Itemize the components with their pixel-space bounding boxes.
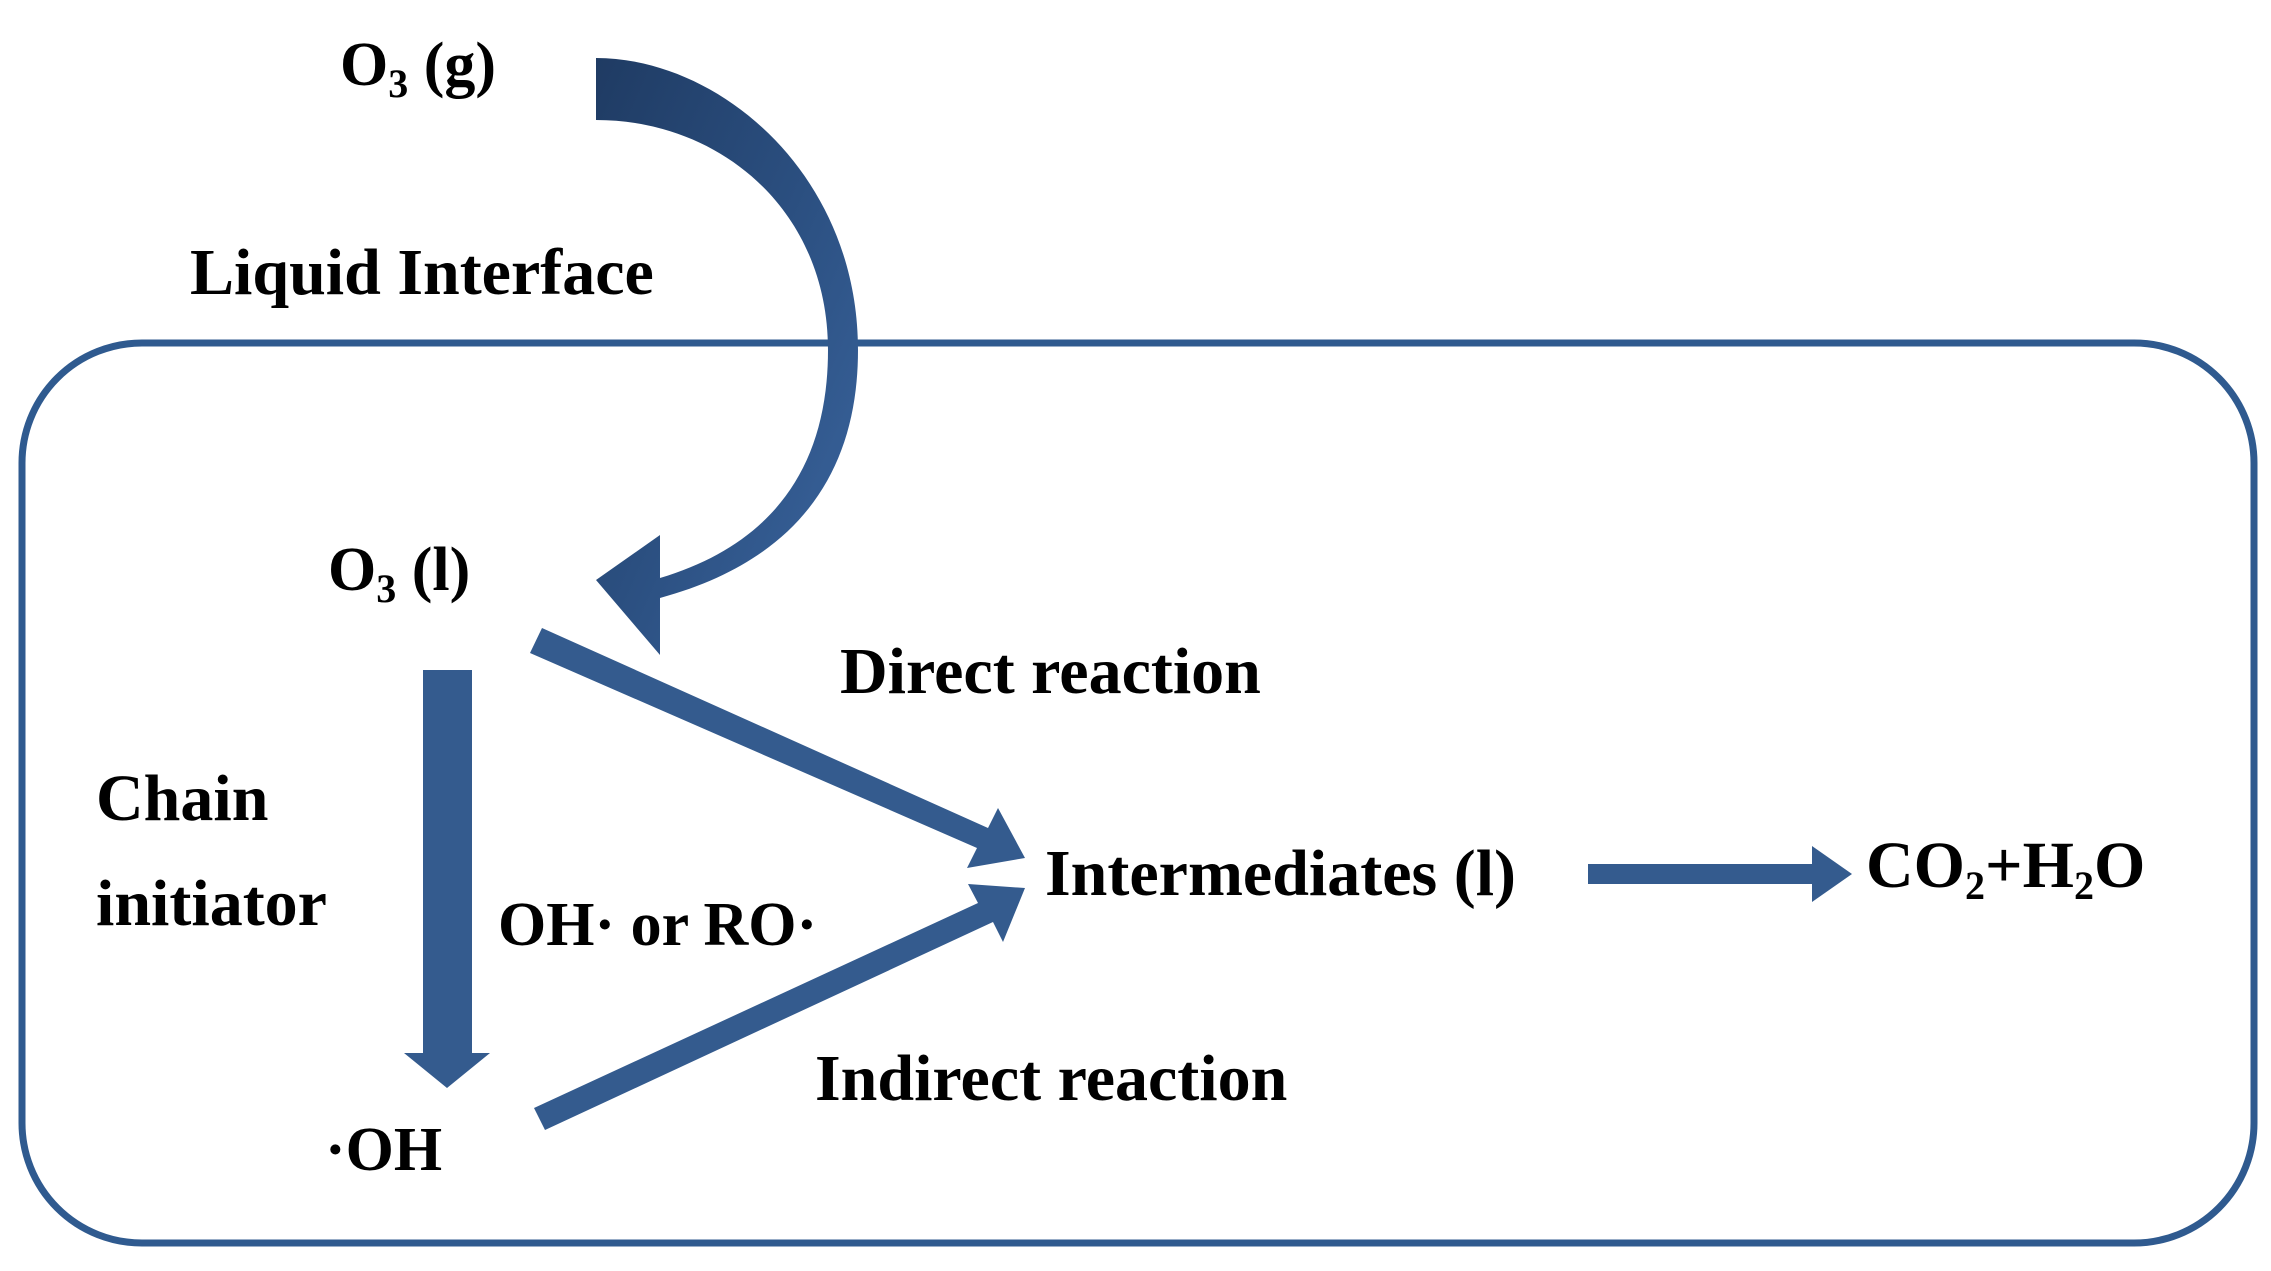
label-chain-line1: Chain bbox=[96, 762, 268, 835]
label-products: CO2+H2O bbox=[1866, 829, 2145, 908]
label-direct-reaction: Direct reaction bbox=[840, 635, 1261, 708]
label-hydroxyl: ·OH bbox=[325, 1116, 442, 1184]
label-chain-line2: initiator bbox=[96, 867, 327, 940]
direct-reaction-arrow bbox=[530, 628, 1025, 868]
label-o3-gas: O3 (g) bbox=[340, 31, 496, 106]
mineralization-arrow bbox=[1588, 846, 1852, 902]
liquid-boundary bbox=[18, 339, 2258, 1247]
indirect-reaction-arrow bbox=[534, 884, 1025, 1130]
dissolution-arrow bbox=[596, 58, 858, 655]
label-liquid-interface: Liquid Interface bbox=[190, 236, 654, 309]
label-radicals: OH· or RO· bbox=[498, 891, 817, 959]
chain-initiator-arrow bbox=[404, 670, 490, 1088]
label-o3-liquid: O3 (l) bbox=[328, 536, 470, 611]
label-indirect-reaction: Indirect reaction bbox=[815, 1042, 1287, 1115]
label-intermediates: Intermediates (l) bbox=[1045, 837, 1516, 910]
